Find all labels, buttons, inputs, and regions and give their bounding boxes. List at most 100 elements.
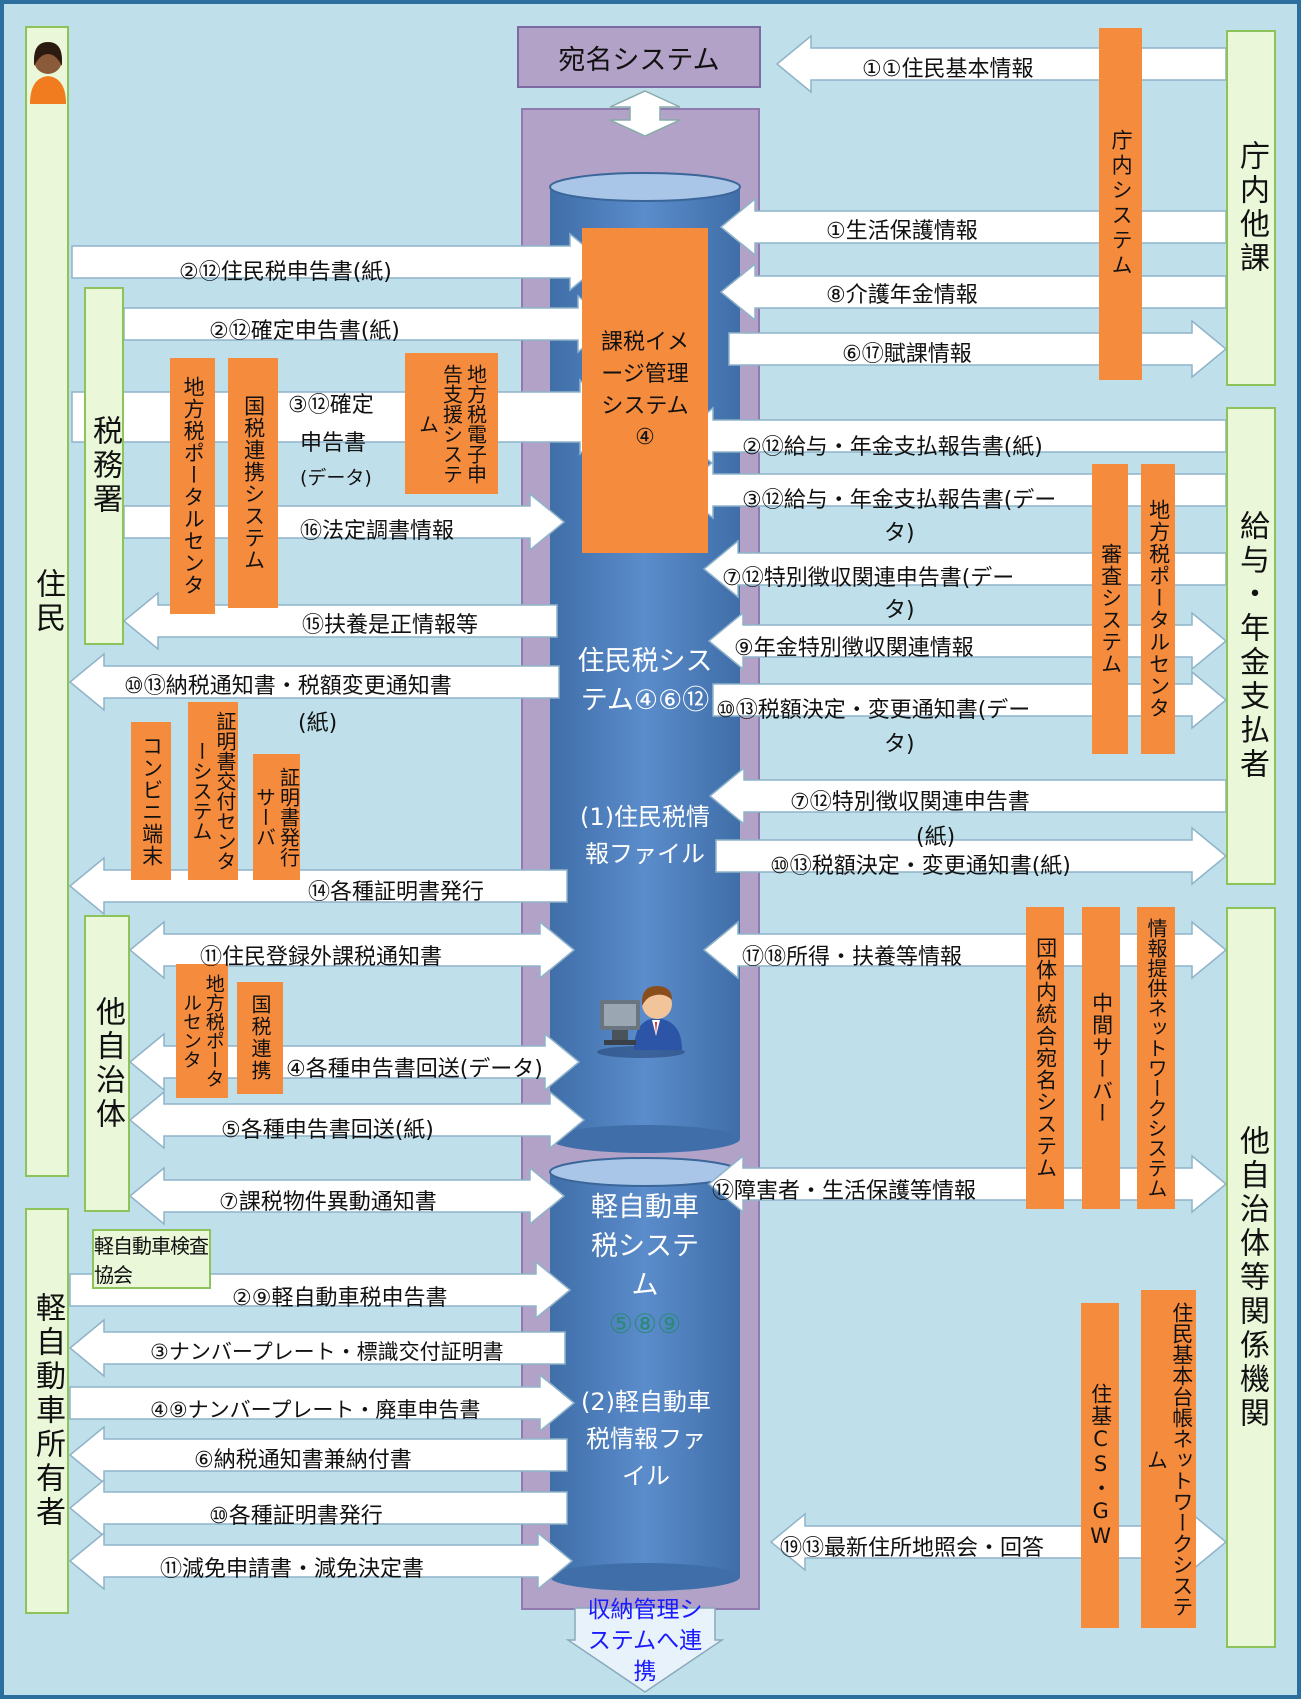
flow-label-f24: ⑫障害者・生活保護等情報 xyxy=(712,1179,977,1204)
flow-arrow-f22 xyxy=(128,1090,586,1150)
flow-label-f28: ⑥納税通知書兼納付書 xyxy=(194,1448,412,1473)
flow-label-f23: ⑦課税物件異動通知書 xyxy=(219,1190,437,1215)
flow-label-f9b: タ) xyxy=(884,521,915,546)
kei-tax-file-text: (2)軽自動車税情報ファイル xyxy=(581,1388,711,1491)
flow-label-f21: ④各種申告書回送(データ) xyxy=(286,1057,543,1082)
kokuzei-renkei-box: 国税連携システム xyxy=(228,358,278,608)
flow-label-f10: ⑯法定調書情報 xyxy=(300,519,455,544)
shuno-link-text: 収納管理システムへ連携 xyxy=(587,1597,703,1686)
flow-label-f7c: (データ) xyxy=(300,467,372,489)
flow-arrow-f28 xyxy=(68,1425,568,1485)
actor-tax-office-label: 税務署 xyxy=(87,415,122,517)
kokuzei-renkei-box-b: 国税連携 xyxy=(237,982,283,1094)
cert-server-label: 証明書発行サーバ xyxy=(252,767,301,867)
flow-label-f15b: タ) xyxy=(884,732,915,757)
flow-label-f7a: ③⑫確定 xyxy=(288,393,374,418)
actor-other-orgs: 他自治体等関係機関 xyxy=(1226,907,1276,1648)
flow-label-f16b: (紙) xyxy=(916,825,956,850)
jyuki-csgw-box: 住基CS・GW xyxy=(1081,1303,1119,1628)
atena-link-arrow xyxy=(609,90,681,137)
flow-label-f20: ⑪住民登録外課税通知書 xyxy=(200,945,443,970)
joho-teikyo-box: 情報提供ネットワークシステム xyxy=(1137,907,1175,1209)
flow-label-f27: ④⑨ナンバープレート・廃車申告書 xyxy=(150,1398,481,1422)
flow-label-f12: ⑮扶養是正情報等 xyxy=(302,613,479,638)
eltax-portal-label-c: 地方税ポータルセンタ xyxy=(1146,499,1171,719)
eltax-portal-label-b: 地方税ポータルセンタ xyxy=(180,974,225,1088)
actor-other-municipality: 他自治体 xyxy=(84,915,130,1212)
flow-arrow-f23 xyxy=(128,1166,566,1226)
flow-label-f6: ⑥⑰賦課情報 xyxy=(842,342,972,367)
flow-label-f17: ⑩⑬税額決定・変更通知書(紙) xyxy=(770,854,1071,879)
shuno-link-label: 収納管理システムへ連携 xyxy=(577,1595,713,1688)
resident-tax-system-text: 住民税システム④⑥⑫ xyxy=(577,646,713,717)
flow-arrow-f26 xyxy=(68,1318,566,1378)
chonai-system-box: 庁内システム xyxy=(1099,28,1142,380)
eltax-shinkoku-label: 地方税電子申告支援システム xyxy=(415,363,488,484)
flow-label-f19: ⑰⑱所得・扶養等情報 xyxy=(742,945,963,970)
resident-tax-file-text: (1)住民税情報ファイル xyxy=(580,803,710,869)
flow-label-f11b: タ) xyxy=(884,598,915,623)
actor-kei-owner-label: 軽自動車所有者 xyxy=(30,1292,65,1530)
flow-label-f2: ①生活保護情報 xyxy=(826,219,978,244)
chonai-system-label: 庁内システム xyxy=(1109,129,1134,279)
image-mgmt-system-box: 課税イメージ管理システム④ xyxy=(582,228,708,553)
flow-label-f1: ①①住民基本情報 xyxy=(862,57,1034,82)
flow-arrow-f14 xyxy=(68,652,560,712)
cert-center-label: 証明書交付センターシステム xyxy=(189,711,237,871)
flow-label-f22: ⑤各種申告書回送(紙) xyxy=(221,1118,434,1143)
kei-tax-system-label: 軽自動車税システム ⑤⑧⑨ xyxy=(580,1188,710,1345)
kei-tax-system-num: ⑤⑧⑨ xyxy=(608,1309,682,1341)
actor-kei-inspection-label: 軽自動車検査協会 xyxy=(94,1234,209,1287)
flow-arrow-f16 xyxy=(708,766,1227,826)
actor-payer-label: 給与・年金支払者 xyxy=(1234,510,1269,782)
flow-label-f11a: ⑦⑫特別徴収関連申告書(デー xyxy=(722,566,1015,591)
flow-arrow-f17 xyxy=(715,826,1228,886)
joho-teikyo-label: 情報提供ネットワークシステム xyxy=(1144,918,1168,1198)
flow-arrow-f6 xyxy=(728,319,1228,379)
flow-label-f3: ②⑫住民税申告書(紙) xyxy=(179,260,392,285)
cert-server-box: 証明書発行サーバ xyxy=(252,754,301,880)
kei-tax-file-label: (2)軽自動車税情報ファイル xyxy=(576,1384,716,1496)
flow-arrow-f30 xyxy=(68,1531,574,1591)
jyuki-network-label: 住民基本台帳ネットワークシステム xyxy=(1144,1301,1194,1617)
eltax-portal-box-b: 地方税ポータルセンタ xyxy=(176,964,228,1098)
chukan-server-label: 中間サーバー xyxy=(1089,992,1114,1124)
flow-label-f5: ②⑫確定申告書(紙) xyxy=(209,319,400,344)
kokuzei-renkei-label: 国税連携システム xyxy=(241,395,266,571)
actor-kei-owner: 軽自動車所有者 xyxy=(25,1208,69,1614)
eltax-portal-box-a: 地方税ポータルセンタ xyxy=(170,358,215,614)
eltax-portal-box-c: 地方税ポータルセンタ xyxy=(1141,464,1175,754)
flow-label-f14a: ⑩⑬納税通知書・税額変更通知書 xyxy=(124,674,452,699)
dantai-atena-label: 団体内統合宛名システム xyxy=(1033,937,1058,1179)
actor-kei-inspection: 軽自動車検査協会 xyxy=(92,1229,211,1289)
flow-label-f14b: (紙) xyxy=(298,711,338,736)
operator-computer-icon xyxy=(594,970,689,1058)
kei-tax-database-icon xyxy=(549,1157,741,1591)
jyuki-network-box: 住民基本台帳ネットワークシステム xyxy=(1141,1290,1196,1628)
actor-internal-depts: 庁内他課 xyxy=(1226,30,1276,386)
shinsa-system-label: 審査システム xyxy=(1098,543,1123,675)
actor-other-orgs-label: 他自治体等関係機関 xyxy=(1234,1124,1269,1431)
actor-tax-office: 税務署 xyxy=(84,287,124,645)
atena-system-label: 宛名システム xyxy=(558,44,720,76)
actor-other-municipality-label: 他自治体 xyxy=(90,995,125,1132)
flow-label-f31: ⑲⑬最新住所地照会・回答 xyxy=(780,1536,1045,1561)
flow-label-f26: ③ナンバープレート・標識交付証明書 xyxy=(150,1340,504,1364)
chukan-server-box: 中間サーバー xyxy=(1082,907,1120,1209)
actor-internal-depts-label: 庁内他課 xyxy=(1234,140,1269,276)
resident-tax-file-label: (1)住民税情報ファイル xyxy=(580,799,710,873)
flow-label-f15a: ⑩⑬税額決定・変更通知書(デー xyxy=(716,698,1031,723)
flow-label-f13: ⑨年金特別徴収関連情報 xyxy=(734,636,974,661)
flow-label-f8: ②⑫給与・年金支払報告書(紙) xyxy=(742,435,1043,460)
flow-label-f29: ⑩各種証明書発行 xyxy=(209,1504,383,1529)
flow-arrow-f20 xyxy=(128,920,576,980)
resident-avatar-icon xyxy=(26,34,70,104)
atena-system-box: 宛名システム xyxy=(517,26,761,88)
conveni-terminal-label: コンビニ端末 xyxy=(139,735,164,867)
flow-label-f18: ⑭各種証明書発行 xyxy=(308,880,485,905)
shuno-arrow xyxy=(565,1607,725,1693)
image-mgmt-system-label: 課税イメージ管理システム④ xyxy=(600,329,689,451)
flow-arrow-f29 xyxy=(68,1478,568,1538)
conveni-terminal-box: コンビニ端末 xyxy=(131,722,171,880)
